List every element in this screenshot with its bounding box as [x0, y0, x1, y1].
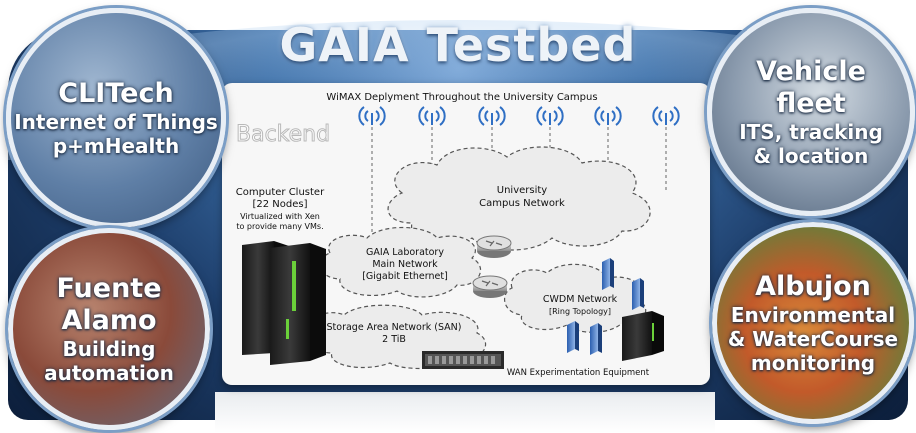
campus-network-line2: Campus Network [479, 198, 565, 209]
san-line1: Storage Area Network (SAN) [327, 322, 462, 333]
vehicle-title-2: fleet [776, 88, 846, 119]
clitech-line3: p+mHealth [52, 134, 180, 158]
wimax-antennas [358, 106, 680, 126]
san-line2: 2 TiB [382, 334, 406, 345]
fuente-title-2: Alamo [61, 305, 157, 336]
clitech-title: CLITech [58, 78, 174, 109]
cwdm-switch-icon [602, 258, 614, 290]
antenna-icon [594, 106, 622, 126]
wimax-label: WiMAX Deplyment Throughout the Universit… [326, 92, 597, 103]
albujon-title: Albujon [755, 271, 871, 302]
fuente-line4: automation [44, 361, 174, 385]
fuente-line3: Building [62, 337, 156, 361]
lab-network-line1: GAIA Laboratory [366, 247, 444, 258]
vehicle-line3: ITS, tracking [739, 120, 883, 144]
campus-network-line1: University [497, 185, 548, 196]
cwdm-network-line2: [Ring Topology] [549, 307, 611, 316]
wan-server-icon [622, 311, 664, 361]
albujon-line3: & WaterCourse [727, 327, 899, 351]
router-icon [472, 275, 508, 298]
albujon-line2: Environmental [730, 303, 896, 327]
cluster-line4: to provide many VMs. [236, 222, 323, 231]
wan-equipment-icon [567, 321, 579, 353]
cluster-line2: [22 Nodes] [252, 199, 307, 210]
server-rack-icon [242, 241, 326, 365]
cwdm-network-line1: CWDM Network [543, 294, 618, 305]
vehicle-line4: & location [753, 144, 869, 168]
antenna-icon [478, 106, 506, 126]
cwdm-switch-icon [632, 278, 644, 310]
floor-reflection [215, 392, 715, 433]
fuente-alamo-circle: Fuente Alamo Building automation [8, 228, 210, 430]
lab-network-line3: [Gigabit Ethernet] [362, 271, 448, 282]
storage-array-icon [422, 351, 504, 369]
antenna-icon [652, 106, 680, 126]
clitech-line2: Internet of Things [14, 110, 218, 134]
albujon-circle: Albujon Environmental & WaterCourse moni… [712, 222, 914, 424]
vehicle-title-1: Vehicle [756, 56, 866, 87]
vehicle-fleet-circle: Vehicle fleet ITS, tracking & location [707, 8, 915, 216]
router-icon [476, 235, 512, 258]
lab-network-cloud [319, 226, 482, 298]
wan-equipment-icon [590, 323, 602, 355]
network-diagram: WiMAX Deplyment Throughout the Universit… [236, 92, 680, 378]
backend-panel: WiMAX Deplyment Throughout the Universit… [222, 83, 710, 385]
albujon-line4: monitoring [750, 351, 876, 375]
antenna-icon [536, 106, 564, 126]
clitech-circle: CLITech Internet of Things p+mHealth [6, 8, 226, 228]
figure-title: GAIA Testbed [279, 18, 637, 72]
antenna-icon [418, 106, 446, 126]
lab-network-line2: Main Network [372, 259, 438, 270]
backend-label: Backend [236, 122, 330, 147]
cluster-line3: Virtualized with Xen [240, 212, 320, 221]
fuente-title-1: Fuente [56, 273, 162, 304]
antenna-icon [358, 106, 386, 126]
cluster-line1: Computer Cluster [236, 187, 325, 198]
wan-label: WAN Experimentation Equipment [507, 368, 650, 378]
